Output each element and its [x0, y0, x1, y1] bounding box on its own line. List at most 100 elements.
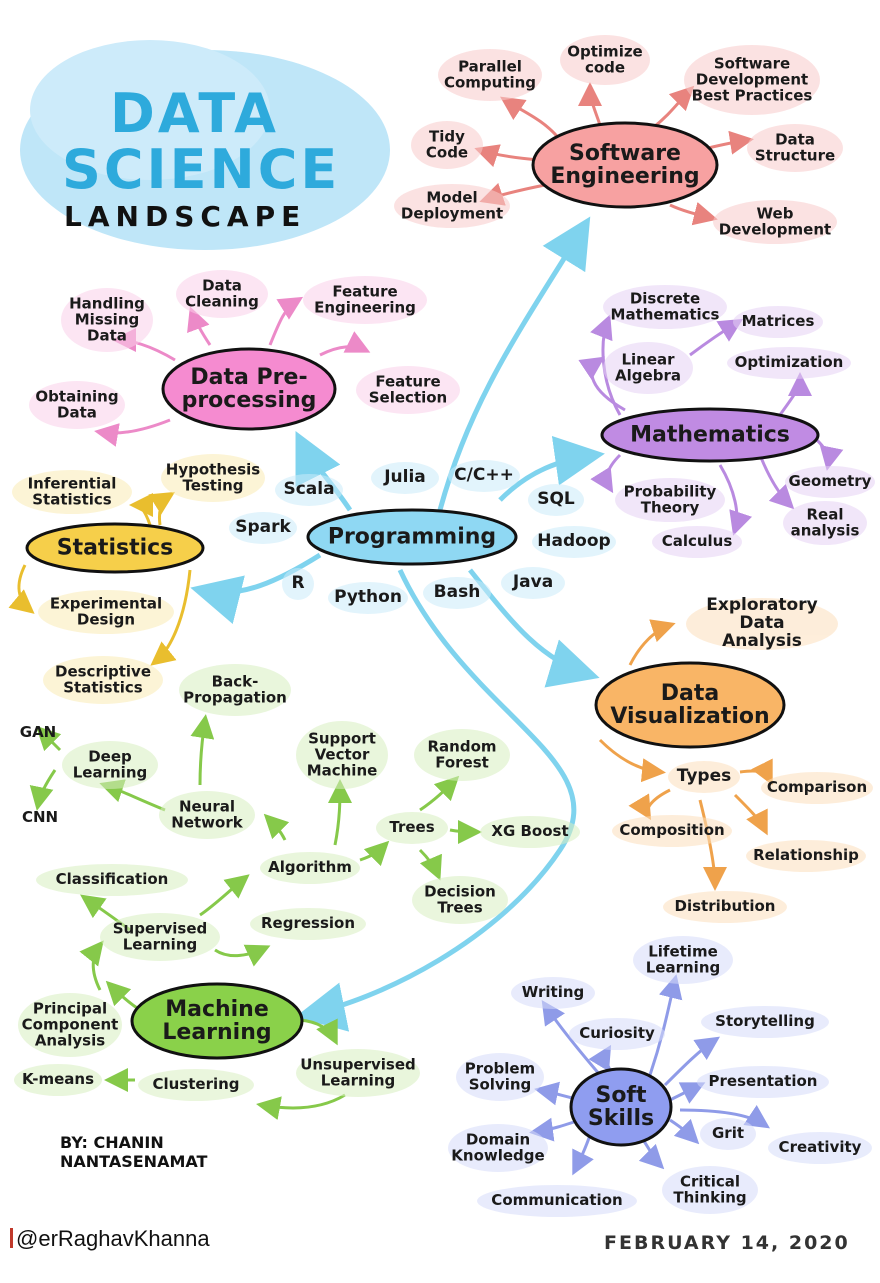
leaf-handling-missing-data: Handling Missing Data [69, 294, 145, 344]
hub-statistics: Statistics [56, 535, 174, 561]
title-landscape: LANDSCAPE [64, 200, 307, 233]
leaf-creativity: Creativity [778, 1138, 862, 1157]
arrow-programming-statistics [190, 552, 322, 624]
hub-data-preprocessing: Data Pre- processing [181, 364, 317, 413]
title-cloud [30, 40, 270, 180]
arrow-types-comparison [739, 758, 773, 786]
leaf-grit: Grit [711, 1124, 745, 1143]
leaf-xgboost: XG Boost [491, 822, 569, 841]
leaf-support-vector-machine: Support Vector Machine [306, 729, 378, 779]
arrow-soft-storytelling [663, 1036, 720, 1087]
leaf-web-development: Web Development [718, 204, 832, 238]
leaf-cnn: CNN [21, 808, 59, 827]
leaf-feature-selection: Feature Selection [368, 372, 448, 406]
leaf-types: Types [676, 766, 732, 787]
hub-mathematics: Mathematics [630, 422, 790, 448]
hub-programming: Programming [327, 524, 497, 550]
arrow-pre-feature-eng [268, 296, 304, 346]
leaf-tidy-code: Tidy Code [425, 127, 469, 161]
arrow-deep-cnn [29, 769, 57, 811]
hub-software-engineering: Software Engineering [550, 140, 700, 189]
leaf-random-forest: Random Forest [427, 737, 497, 771]
leaf-neural-network: Neural Network [171, 797, 243, 831]
arrow-ml-supervised [79, 940, 104, 991]
leaf-inferential-statistics: Inferential Statistics [27, 474, 117, 508]
handle-text: @erRaghavKhanna [16, 1226, 210, 1251]
math-leaf-backdrops [603, 285, 875, 558]
arrow-stats-descriptive [150, 569, 192, 666]
arrow-deep-gan [35, 725, 62, 752]
leaf-data-structure: Data Structure [754, 130, 836, 164]
leaf-experimental-design: Experimental Design [49, 594, 163, 628]
leaf-spark: Spark [235, 517, 291, 538]
soft-skills-hub-blob [569, 1067, 673, 1147]
leaf-linear-algebra: Linear Algebra [615, 350, 681, 384]
leaf-regression: Regression [260, 914, 356, 933]
title-data: DATA [110, 82, 279, 145]
leaf-storytelling: Storytelling [715, 1012, 815, 1031]
arrow-math-linear [578, 356, 626, 412]
arrow-stats-inferential [129, 493, 154, 526]
leaf-obtaining-data: Obtaining Data [35, 387, 119, 421]
arrow-linear-matrices [689, 318, 744, 357]
leaf-relationship: Relationship [753, 846, 859, 865]
leaf-optimize-code: Optimize code [567, 42, 643, 76]
arrow-math-calculus [718, 464, 753, 536]
arrow-programming-preprocessing [295, 431, 353, 512]
leaf-model-deployment: Model Deployment [400, 188, 504, 222]
arrow-types-composition [628, 788, 671, 821]
leaf-critical-thinking: Critical Thinking [673, 1172, 747, 1206]
leaf-writing: Writing [521, 983, 585, 1002]
arrow-se-web [669, 201, 718, 226]
leaf-distribution: Distribution [674, 897, 776, 916]
pre-leaf-backdrops [29, 270, 460, 429]
leaf-optimization: Optimization [734, 353, 844, 372]
date-label: FEBRUARY 14, 2020 [604, 1232, 850, 1254]
viz-leaf-backdrops [612, 598, 873, 923]
software-leaf-backdrops [394, 35, 843, 244]
leaf-composition: Composition [619, 821, 725, 840]
arrow-pre-cleaning [187, 306, 212, 346]
leaf-hadoop: Hadoop [537, 531, 611, 552]
preprocessing-hub-blob [161, 347, 337, 431]
leaf-trees: Trees [389, 818, 435, 837]
arrow-unsup-clustering [256, 1093, 346, 1120]
arrow-algo-svm [327, 779, 352, 846]
arrow-types-distribution [698, 799, 727, 891]
arrow-trees-xgb [449, 819, 482, 844]
leaf-exploratory-data-analysis: Exploratory Data Analysis [706, 595, 818, 651]
leaf-parallel-computing: Parallel Computing [443, 57, 537, 91]
arrow-soft-communication [572, 1134, 594, 1176]
leaf-matrices: Matrices [741, 312, 815, 331]
leaf-probability-theory: Probability Theory [623, 482, 717, 516]
hub-machine-learning: Machine Learning [162, 996, 272, 1045]
leaf-principal-component-analysis: Principal Component Analysis [21, 999, 119, 1049]
author-credit: BY: CHANIN NANTASENAMAT [60, 1133, 208, 1172]
arrow-math-probability [590, 453, 622, 494]
social-handle: @erRaghavKhanna [10, 1226, 210, 1252]
leaf-r: R [291, 573, 305, 594]
leaf-problem-solving: Problem Solving [464, 1059, 536, 1093]
leaf-k-means: K-means [21, 1070, 95, 1089]
prog-leaf-backdrops [229, 460, 616, 614]
leaf-real-analysis: Real analysis [790, 505, 860, 539]
title-science: SCIENCE [62, 138, 341, 201]
leaf-feature-engineering: Feature Engineering [314, 282, 416, 316]
software-hub-blob [531, 121, 719, 209]
arrow-soft-grit [669, 1118, 700, 1145]
arrow-math-optimization [778, 372, 812, 416]
arrow-algo-trees [359, 840, 390, 867]
arrow-viz-types [598, 738, 666, 783]
arrow-se-tidy [474, 144, 541, 168]
arrow-se-optimize [578, 82, 603, 126]
leaf-calculus: Calculus [661, 532, 733, 551]
leaf-hypothesis-testing: Hypothesis Testing [165, 460, 261, 494]
leaf-unsupervised-learning: Unsupervised Learning [300, 1055, 416, 1089]
leaf-communication: Communication [491, 1191, 623, 1210]
arrow-soft-presentation [669, 1082, 706, 1104]
soft-leaf-backdrops [448, 936, 872, 1217]
leaf-comparison: Comparison [766, 778, 868, 797]
handle-mark-icon [10, 1228, 13, 1248]
leaf-python: Python [334, 587, 402, 608]
hub-data-visualization: Data Visualization [610, 680, 770, 729]
